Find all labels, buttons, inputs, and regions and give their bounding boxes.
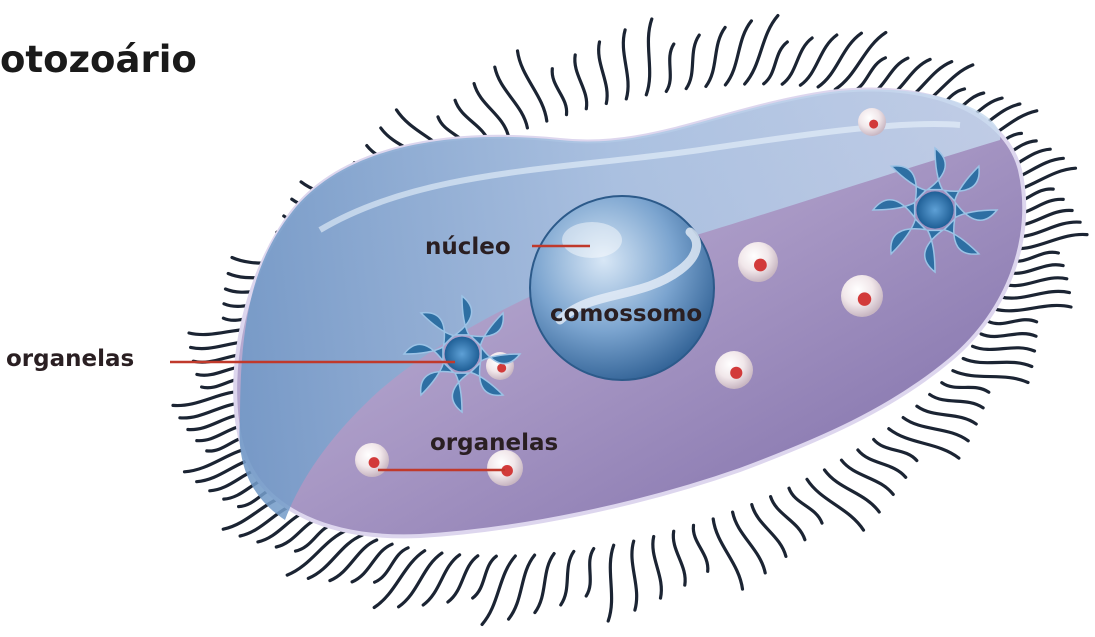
cilium xyxy=(764,42,788,84)
granule-core xyxy=(858,292,871,305)
cilium xyxy=(509,555,535,619)
cilium xyxy=(473,556,497,598)
cilium xyxy=(575,55,587,109)
cilium xyxy=(903,418,968,441)
cilium xyxy=(858,450,906,477)
cilium xyxy=(1005,278,1067,286)
cilium xyxy=(632,541,637,610)
label-chromosome: comossomo xyxy=(550,301,702,327)
cilium xyxy=(981,334,1036,337)
cilium xyxy=(693,525,707,571)
granule-core xyxy=(369,457,380,468)
star-core xyxy=(445,337,480,372)
cilium xyxy=(535,554,554,613)
label-nucleus: núcleo xyxy=(425,234,511,260)
cilium xyxy=(953,371,1028,383)
cilium xyxy=(308,535,362,578)
cilium xyxy=(608,545,614,621)
star-core xyxy=(916,191,953,228)
label-organelles-left: organelas xyxy=(6,346,134,372)
cilium xyxy=(666,44,674,91)
cilium xyxy=(399,553,442,607)
granule-core xyxy=(754,259,767,272)
cilium xyxy=(942,383,989,393)
cilium xyxy=(973,346,1035,351)
cilium xyxy=(1001,291,1070,298)
cilium xyxy=(330,540,377,581)
cilium xyxy=(352,544,392,582)
label-organelles-bottom: organelas xyxy=(430,430,558,456)
cilium xyxy=(599,42,608,104)
cilium xyxy=(586,549,594,596)
nucleus xyxy=(530,196,714,380)
cilium xyxy=(646,19,652,95)
cilium xyxy=(930,395,983,408)
cilium xyxy=(917,406,976,424)
cilium xyxy=(963,359,1032,367)
cilium xyxy=(725,21,751,85)
cilium xyxy=(706,27,725,86)
cilium xyxy=(673,531,685,585)
nucleus-highlight xyxy=(562,222,622,258)
cilium xyxy=(995,305,1071,310)
cilium xyxy=(807,479,864,530)
cilium xyxy=(623,30,628,99)
cilium xyxy=(561,551,574,605)
cilium xyxy=(789,488,822,523)
granule-core xyxy=(869,120,878,129)
granule-core xyxy=(497,364,506,373)
cilium xyxy=(825,470,880,512)
cilium xyxy=(653,537,662,599)
diagram-title: otozoário xyxy=(0,38,197,81)
nucleus-sphere xyxy=(530,196,714,380)
cilium xyxy=(552,69,566,115)
cilium xyxy=(818,33,861,87)
cilium xyxy=(989,320,1037,324)
cilium xyxy=(686,35,699,89)
cilium xyxy=(874,440,917,461)
granule-core xyxy=(730,367,742,379)
